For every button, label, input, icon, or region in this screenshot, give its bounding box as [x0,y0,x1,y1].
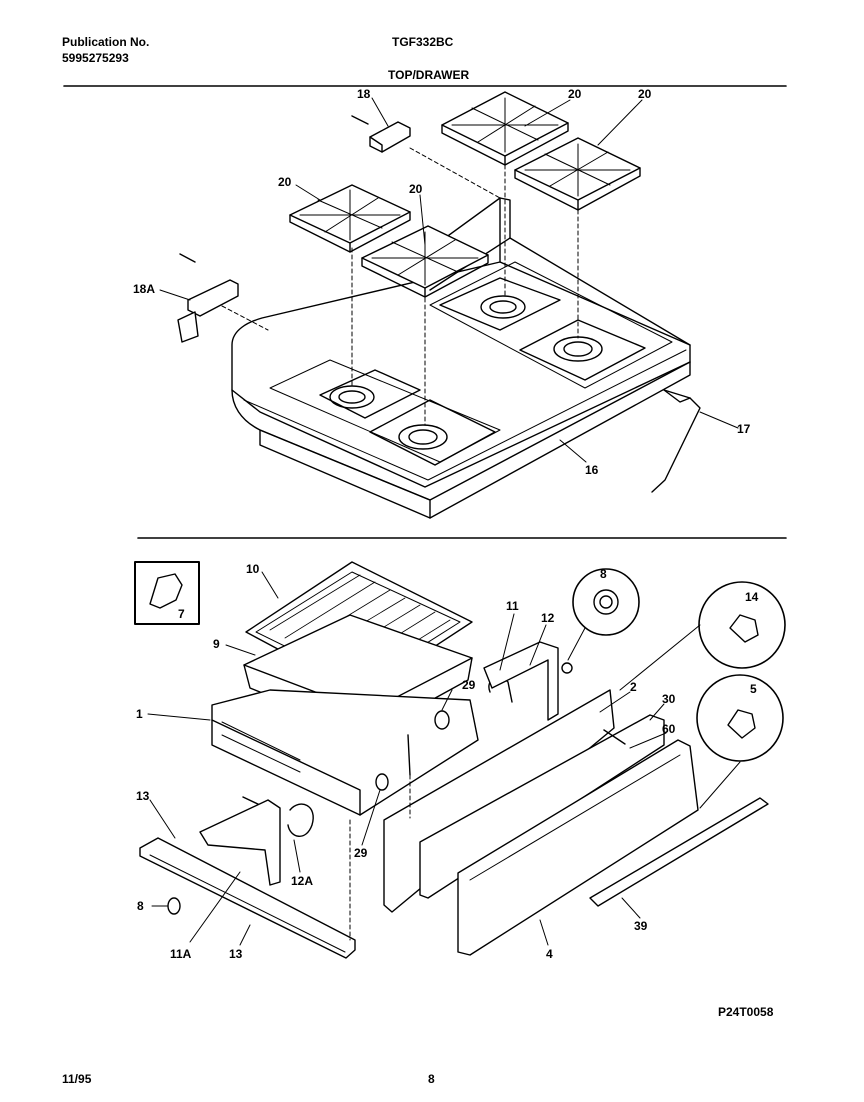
drawer-front-panel [457,739,699,956]
roller [167,897,181,915]
callout-18: 18 [357,87,371,101]
publication-number: 5995275293 [62,51,129,65]
callout-20: 20 [568,87,582,101]
callout-1: 1 [136,707,143,721]
callout-30: 30 [662,692,676,706]
callout-29: 29 [354,846,368,860]
alignment-lines [349,774,411,941]
callout-2: 2 [630,680,637,694]
drawer-handle [589,797,769,907]
callout-13: 13 [229,947,243,961]
callout-8: 8 [600,567,607,581]
burner-wire [651,389,701,493]
zoom-detail-5 [696,674,784,809]
footer-date: 11/95 [62,1072,92,1086]
diagram-id: P24T0058 [718,1005,774,1019]
page-number: 8 [428,1072,435,1086]
callout-29: 29 [462,678,476,692]
zoom-detail-14 [619,581,786,691]
drawer-insulation-panel [419,714,665,899]
burner-grate [361,225,489,298]
cooktop-main-top [231,197,691,519]
gasket-ring [375,773,389,791]
callout-20: 20 [638,87,652,101]
callout-11: 11 [506,599,519,613]
drawer-slide-bracket [199,799,281,886]
callout-13: 13 [136,789,150,803]
callout-12: 12 [541,611,555,625]
inset-detail-box [134,561,200,625]
screw [603,729,626,745]
hinge-bracket [351,115,411,153]
callout-11a: 11A [170,947,192,961]
drawer-spring [287,803,314,837]
callout-9: 9 [213,637,220,651]
zoom-detail-8 [567,568,640,661]
drawer-bracket [483,641,559,721]
callout-20: 20 [409,182,423,196]
callout-10: 10 [246,562,260,576]
leader-lines [147,571,667,946]
callout-16: 16 [585,463,599,477]
callout-60: 60 [662,722,676,736]
burner-grate [514,137,641,211]
callout-18a: 18A [133,282,155,296]
callout-20: 20 [278,175,292,189]
hinge-bracket [177,253,239,343]
alignment-lines [221,147,579,426]
gasket-ring [434,710,450,730]
callout-7: 7 [178,607,185,621]
model-number: TGF332BC [392,35,454,49]
callout-12a: 12A [291,874,313,888]
drawer-slide-rail [139,837,356,959]
callout-17: 17 [737,422,751,436]
callout-14: 14 [745,590,759,604]
hex-nut [561,662,573,674]
callout-8: 8 [137,899,144,913]
section-title: TOP/DRAWER [388,68,470,82]
publication-label: Publication No. [62,35,150,49]
callout-5: 5 [750,682,757,696]
callout-4: 4 [546,947,553,961]
drawer-body [211,689,479,816]
leader-lines [159,97,739,463]
callout-39: 39 [634,919,648,933]
burner-grate [289,184,411,253]
screw [407,734,411,776]
